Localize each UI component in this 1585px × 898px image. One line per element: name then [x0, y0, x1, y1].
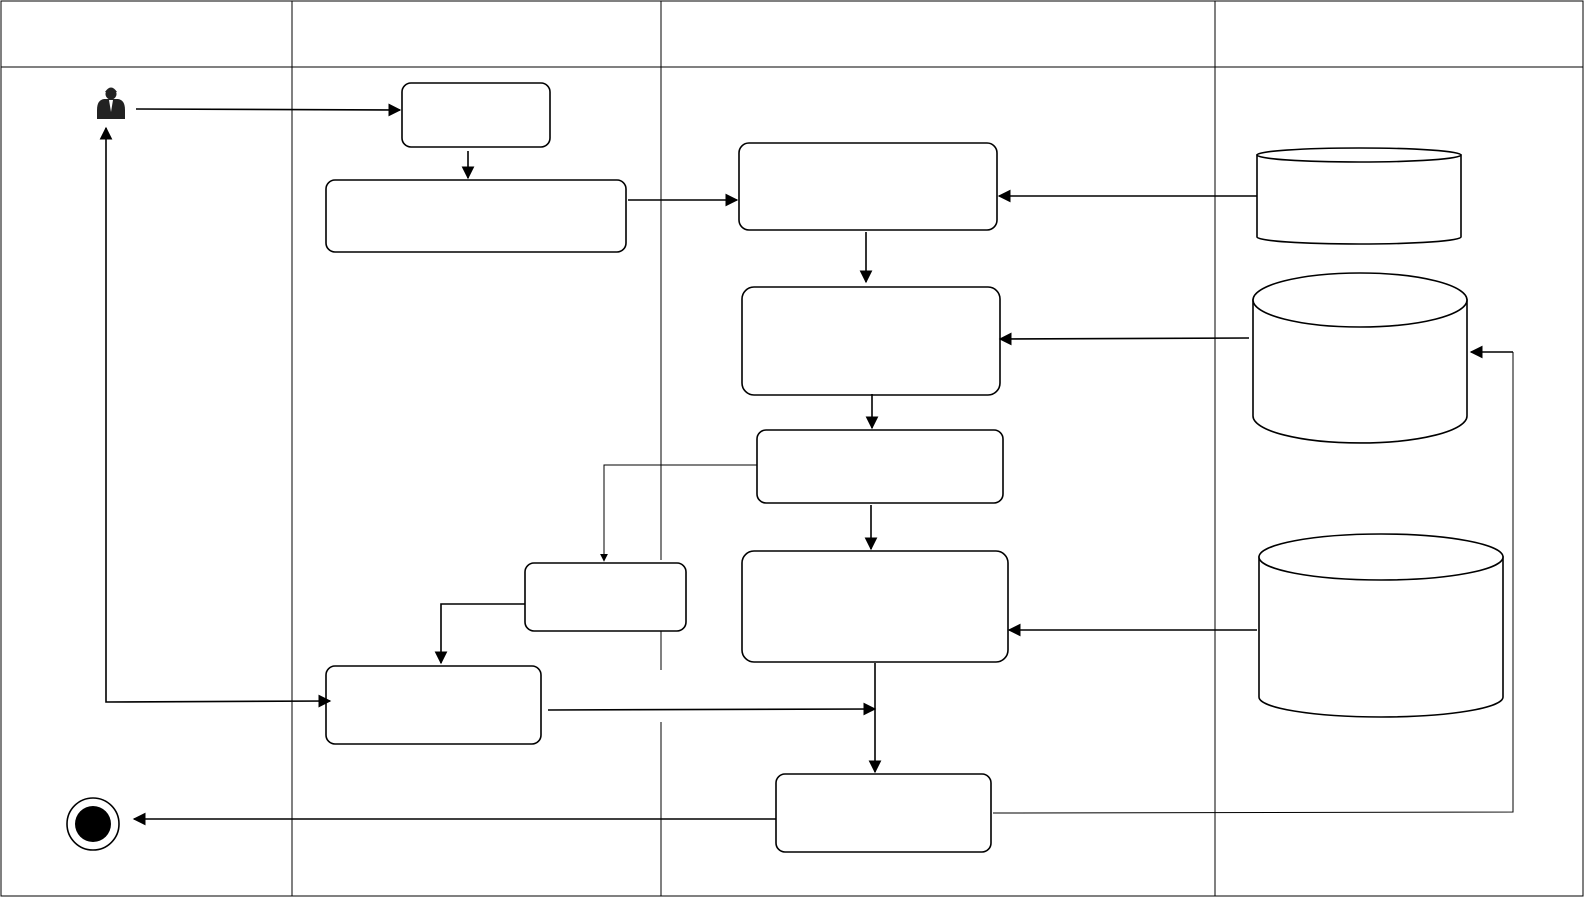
- edge-n5-n7: [600, 464, 757, 562]
- edges: [99, 103, 1514, 826]
- activity-node-n2: [325, 179, 627, 253]
- activity-node-n3: [738, 142, 998, 231]
- datastore-db1: [1256, 147, 1462, 245]
- user-icon: [97, 87, 125, 119]
- edge-n8-n9: [547, 702, 877, 716]
- edge-n8-actor: [99, 126, 332, 708]
- datastore-db2: [1252, 272, 1468, 444]
- activity-node-n1: [401, 82, 551, 148]
- activity-node-n9: [775, 773, 992, 853]
- activity-node-n7: [524, 562, 687, 632]
- activity-node-n4: [741, 286, 1001, 396]
- activity-node-n5: [756, 429, 1004, 504]
- datastore-db3: [1258, 533, 1504, 718]
- activity-node-n8: [325, 665, 542, 745]
- edge-n9-db2-line: [992, 352, 1514, 814]
- edge-n7-n8: [434, 603, 525, 665]
- edge-db2-n4: [998, 332, 1250, 346]
- activity-node-n6: [741, 550, 1009, 663]
- edge-actor-n1: [135, 103, 402, 117]
- final-node-icon: [66, 797, 120, 851]
